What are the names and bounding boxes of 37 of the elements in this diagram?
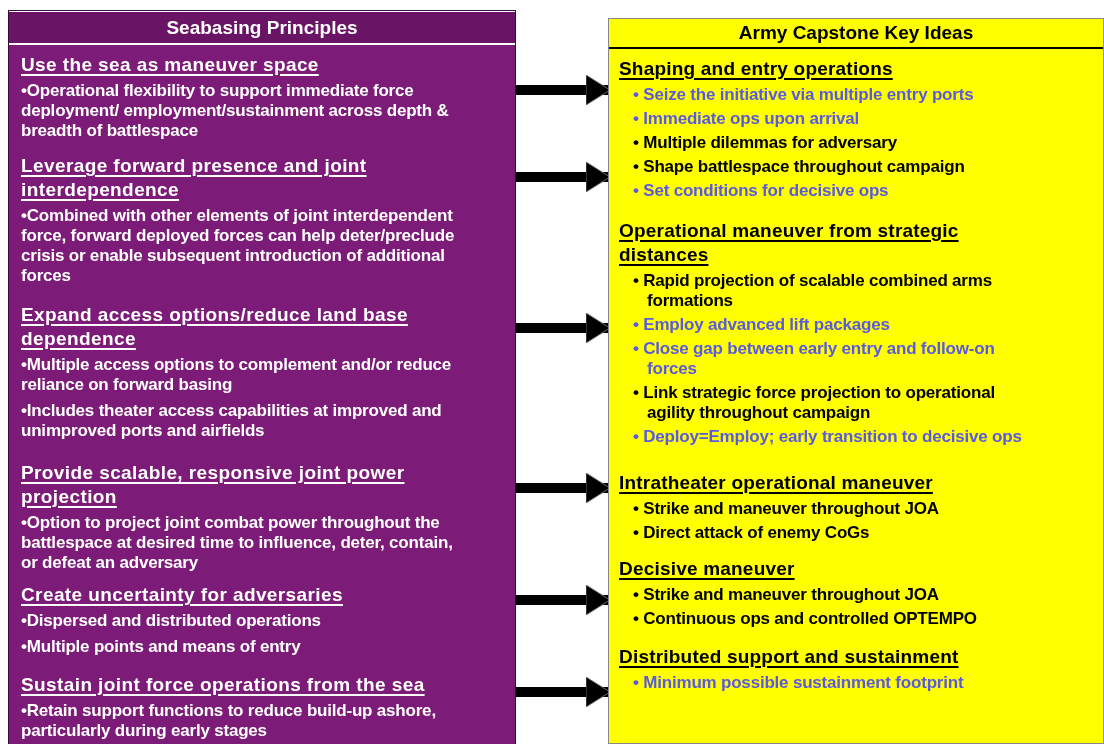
bullet-text: • Multiple dilemmas for adversary	[632, 133, 898, 153]
bullet-text: •Multiple points and means of entry	[21, 637, 302, 657]
section-heading: Intratheater operational maneuver	[619, 471, 934, 495]
bullet-text: • Direct attack of enemy CoGs	[632, 523, 871, 543]
bullet-text: • Rapid projection of scalable combined arms formations	[632, 271, 993, 311]
section-heading: Decisive maneuver	[619, 557, 796, 581]
bullet-text: • Minimum possible sustainment footprint	[632, 673, 965, 693]
section-heading: Provide scalable, responsive joint power projection	[21, 461, 406, 509]
section-heading: Expand access options/reduce land base dependence	[21, 303, 409, 351]
bullet-text: • Link strategic force projection to operational agility throughout campaign	[632, 383, 996, 423]
section-heading: Operational maneuver from strategic distances	[619, 219, 960, 267]
panel	[8, 10, 516, 744]
bullet-text: • Set conditions for decisive ops	[632, 181, 890, 201]
bullet-text: • Immediate ops upon arrival	[632, 109, 861, 129]
bullet-text: • Deploy=Employ; early transition to decisive ops	[632, 427, 1023, 447]
section-heading: Shaping and entry operations	[619, 57, 894, 81]
bullet-text: • Strike and maneuver throughout JOA	[632, 585, 940, 605]
bullet-text: • Continuous ops and controlled OPTEMPO	[632, 609, 978, 629]
bullet-text: •Combined with other elements of joint interdependent force, forward deployed forces can help deter/preclude crisis or enable subsequent introduction of additional forces	[21, 206, 456, 286]
bullet-text: • Employ advanced lift packages	[632, 315, 891, 335]
bullet-text: • Shape battlespace throughout campaign	[632, 157, 966, 177]
panel-header: Seabasing Principles	[9, 11, 515, 45]
section-heading: Leverage forward presence and joint interdependence	[21, 154, 368, 202]
bullet-text: • Seize the initiative via multiple entry ports	[632, 85, 975, 105]
bullet-text: •Dispersed and distributed operations	[21, 611, 322, 631]
section-heading: Sustain joint force operations from the sea	[21, 673, 426, 697]
bullet-text: •Includes theater access capabilities at improved and unimproved ports and airfields	[21, 401, 443, 441]
section-heading: Create uncertainty for adversaries	[21, 583, 344, 607]
panel	[608, 18, 1104, 744]
bullet-text: •Multiple access options to complement and/or reduce reliance on forward basing	[21, 355, 453, 395]
bullet-text: •Retain support functions to reduce build-up ashore, particularly during early stages	[21, 701, 437, 741]
bullet-text: •Option to project joint combat power throughout the battlespace at desired time to influence, deter, contain, or defeat an adversary	[21, 513, 454, 573]
bullet-text: • Strike and maneuver throughout JOA	[632, 499, 940, 519]
bullet-text: • Close gap between early entry and follow-on forces	[632, 339, 996, 379]
section-heading: Use the sea as maneuver space	[21, 53, 320, 77]
bullet-text: •Operational flexibility to support immediate force deployment/ employment/sustainment across depth & breadth of battlespace	[21, 81, 450, 141]
section-heading: Distributed support and sustainment	[619, 645, 960, 669]
